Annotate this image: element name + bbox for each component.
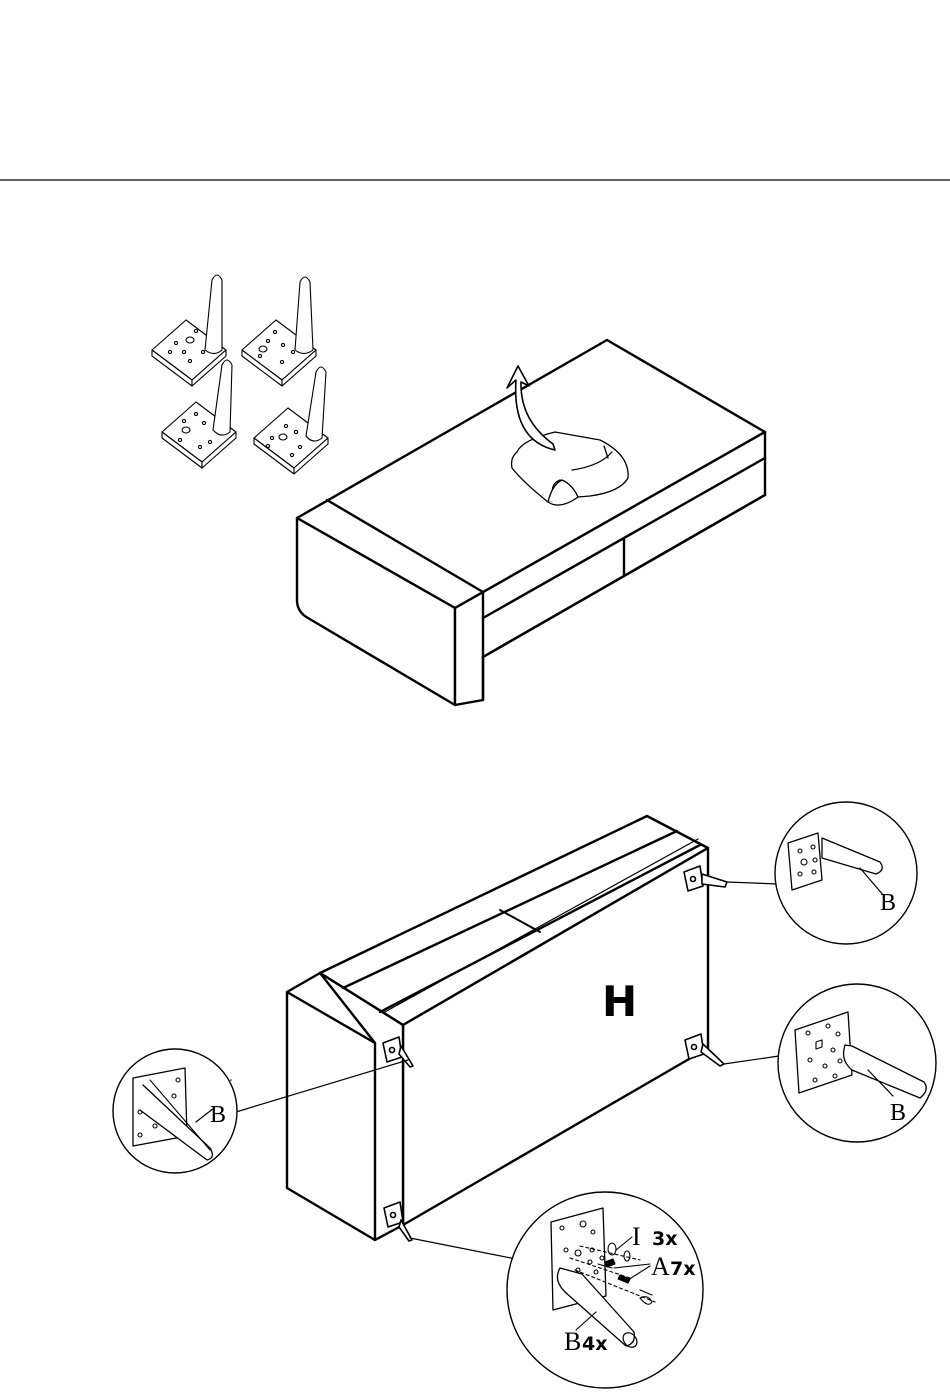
- callout-bottom-leg-qty: 4x: [582, 1333, 607, 1355]
- callout-bottom: I 3x A 7x B 4x: [507, 1192, 703, 1388]
- loose-legs-group: [152, 275, 328, 474]
- sofa-on-side: [287, 816, 708, 1240]
- section-label: H: [602, 977, 637, 1026]
- callout-middle-right-label: B: [890, 1100, 906, 1126]
- loose-leg-4: [254, 367, 328, 474]
- callout-bottom-washer-label: I: [632, 1222, 641, 1251]
- loose-leg-1: [152, 275, 226, 386]
- callout-bottom-leg-label: B: [564, 1327, 581, 1356]
- callout-top-right: B: [775, 802, 917, 944]
- callout-bottom-screw-label: A: [651, 1252, 670, 1281]
- callout-left-label: B: [210, 1102, 226, 1128]
- sofa-upside-down: [297, 340, 765, 705]
- loose-leg-2: [242, 277, 316, 386]
- callout-bottom-screw-qty: 7x: [670, 1258, 695, 1280]
- stray-dot: [230, 1079, 232, 1081]
- callout-left: B: [113, 1049, 237, 1173]
- callout-top-right-label: B: [880, 890, 896, 916]
- callout-bottom-washer-qty: 3x: [652, 1228, 677, 1250]
- callout-middle-right: B: [778, 984, 936, 1142]
